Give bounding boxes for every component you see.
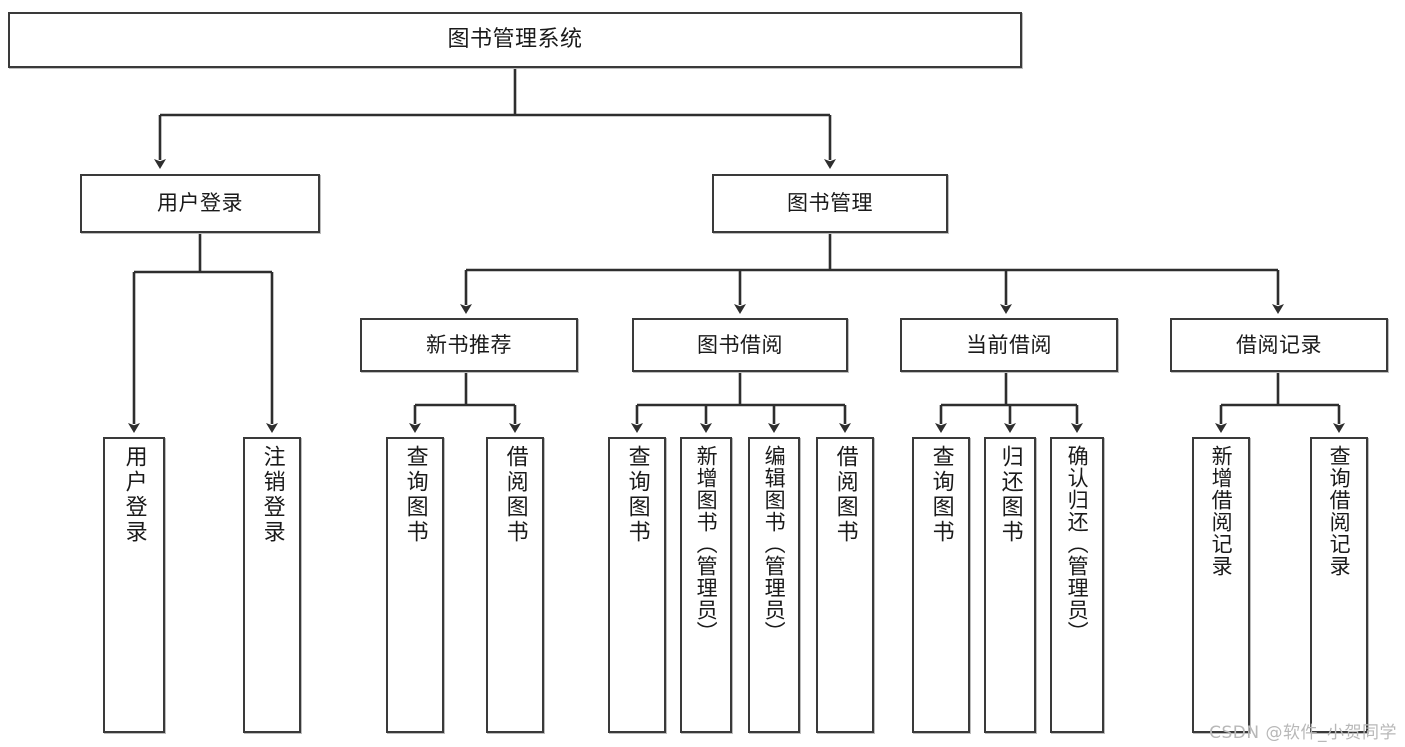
node-new-book-recommend[interactable]: 新书推荐	[360, 318, 578, 372]
node-user-login[interactable]: 用户登录	[80, 174, 320, 233]
node-leaf-borrow-book-1-label: 借阅图书	[502, 445, 528, 545]
node-leaf-return-book[interactable]: 归还图书	[984, 437, 1036, 733]
node-new-book-recommend-label: 新书推荐	[426, 332, 512, 357]
watermark: CSDN @软件_小贺同学	[1209, 723, 1397, 743]
node-leaf-query-book-1-label: 查询图书	[402, 445, 428, 545]
node-leaf-user-login-label: 用户登录	[121, 445, 147, 545]
node-leaf-confirm-return[interactable]: 确认归还（管理员）	[1050, 437, 1104, 733]
node-current-borrow-label: 当前借阅	[966, 332, 1052, 357]
node-leaf-add-book[interactable]: 新增图书（管理员）	[680, 437, 732, 733]
node-leaf-borrow-book-2[interactable]: 借阅图书	[816, 437, 874, 733]
node-leaf-borrow-book-2-label: 借阅图书	[832, 445, 858, 545]
node-leaf-user-login[interactable]: 用户登录	[103, 437, 165, 733]
node-book-borrow-label: 图书借阅	[697, 332, 783, 357]
node-leaf-add-record-label: 新增借阅记录	[1209, 445, 1234, 577]
node-root[interactable]: 图书管理系统	[8, 12, 1022, 68]
node-leaf-return-book-label: 归还图书	[997, 445, 1023, 545]
node-leaf-edit-book-label: 编辑图书（管理员）	[762, 445, 787, 643]
node-leaf-query-record[interactable]: 查询借阅记录	[1310, 437, 1368, 733]
node-leaf-query-record-label: 查询借阅记录	[1327, 445, 1352, 577]
node-user-login-label: 用户登录	[157, 191, 243, 216]
node-leaf-borrow-book-1[interactable]: 借阅图书	[486, 437, 544, 733]
node-borrow-record-label: 借阅记录	[1236, 332, 1322, 357]
node-borrow-record[interactable]: 借阅记录	[1170, 318, 1388, 372]
node-leaf-query-book-3[interactable]: 查询图书	[912, 437, 970, 733]
node-book-manage[interactable]: 图书管理	[712, 174, 948, 233]
node-root-label: 图书管理系统	[447, 26, 583, 52]
node-leaf-query-book-3-label: 查询图书	[928, 445, 954, 545]
node-book-manage-label: 图书管理	[787, 191, 873, 216]
node-leaf-logout-label: 注销登录	[259, 445, 285, 545]
node-leaf-query-book-1[interactable]: 查询图书	[386, 437, 444, 733]
node-leaf-logout[interactable]: 注销登录	[243, 437, 301, 733]
node-book-borrow[interactable]: 图书借阅	[632, 318, 848, 372]
node-current-borrow[interactable]: 当前借阅	[900, 318, 1118, 372]
node-leaf-query-book-2-label: 查询图书	[624, 445, 650, 545]
node-leaf-add-book-label: 新增图书（管理员）	[694, 445, 719, 643]
node-leaf-confirm-return-label: 确认归还（管理员）	[1065, 445, 1090, 643]
node-leaf-query-book-2[interactable]: 查询图书	[608, 437, 666, 733]
node-leaf-add-record[interactable]: 新增借阅记录	[1192, 437, 1250, 733]
node-leaf-edit-book[interactable]: 编辑图书（管理员）	[748, 437, 800, 733]
